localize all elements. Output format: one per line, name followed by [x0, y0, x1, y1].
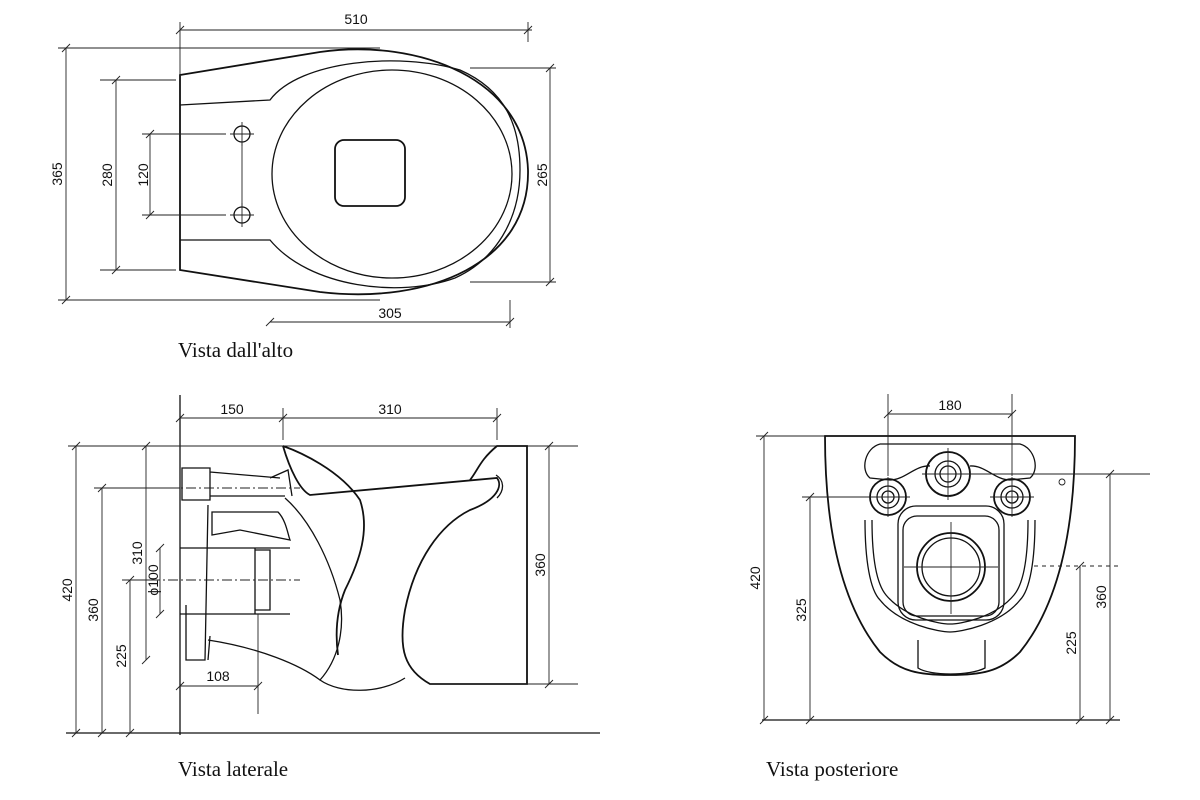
dim-top-length: 510	[344, 11, 368, 27]
dim-rear-bolt-span: 180	[938, 397, 962, 413]
dim-side-outlet-dia: ϕ100	[145, 564, 161, 595]
top-bowl-oval	[271, 69, 513, 279]
dim-top-hole-span: 120	[135, 163, 151, 187]
dim-rear-325: 325	[793, 598, 809, 622]
dim-side-height: 420	[59, 578, 75, 602]
side-underside	[207, 635, 321, 681]
dim-side-225: 225	[113, 644, 129, 668]
side-bowl-inner	[284, 474, 504, 691]
dim-side-310: 310	[129, 541, 145, 565]
dim-top-fix-span: 280	[99, 163, 115, 187]
top-outer-contour	[179, 48, 529, 296]
dim-top-seat-width: 265	[534, 163, 550, 187]
dim-rear-225: 225	[1063, 631, 1079, 655]
rear-outlet-frame	[902, 515, 1000, 617]
caption-side-view: Vista laterale	[178, 757, 288, 781]
top-rim-contour	[179, 60, 521, 289]
top-outlet-square	[334, 139, 406, 207]
dim-side-front-height: 360	[532, 553, 548, 577]
rear-view: 180 420 325 360 225 Vista posteriore	[747, 394, 1150, 781]
rear-outer-silhouette	[824, 435, 1076, 676]
side-inlet-pipe	[181, 467, 293, 501]
dim-side-108: 108	[206, 668, 230, 684]
rear-bottom-foot	[917, 640, 986, 675]
rear-fixing-right	[990, 477, 1034, 517]
dim-side-360: 360	[85, 598, 101, 622]
caption-top-view: Vista dall'alto	[178, 338, 293, 362]
dim-rear-height: 420	[747, 566, 763, 590]
dim-top-bowl-length: 305	[378, 305, 402, 321]
rear-fixing-left	[802, 477, 910, 517]
dim-rear-360: 360	[1093, 585, 1109, 609]
side-view: 150 310 420 360 225 310 ϕ100 108	[59, 395, 600, 781]
top-view: 510 365 280 120 265 305 V	[49, 11, 556, 362]
caption-rear-view: Vista posteriore	[766, 757, 898, 781]
dim-side-rear: 150	[220, 401, 244, 417]
dim-side-bowl: 310	[378, 401, 402, 417]
dim-top-width: 365	[49, 162, 65, 186]
rear-inner-panel	[864, 443, 1036, 633]
side-wall-plate	[211, 511, 292, 541]
side-outlet-pipe	[180, 547, 290, 615]
rear-outlet-circle	[904, 522, 998, 614]
side-body-outline	[282, 445, 528, 685]
